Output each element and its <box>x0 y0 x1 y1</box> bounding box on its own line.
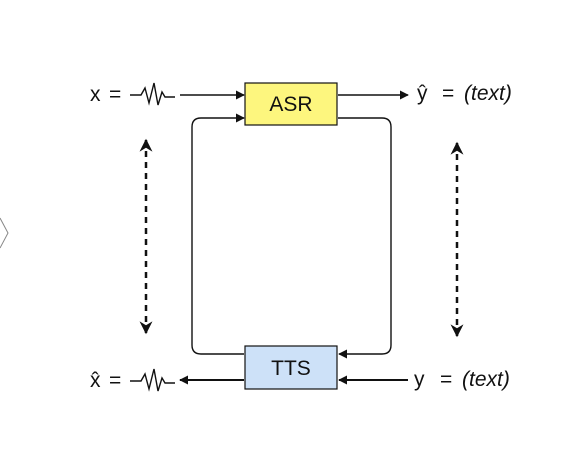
waveform-icon <box>130 368 175 392</box>
input-text-var: y <box>414 368 425 391</box>
output-text-var: ŷ <box>417 82 428 105</box>
input-speech-eq: = <box>109 83 121 106</box>
asr-box <box>244 82 338 126</box>
input-text-eq: = <box>440 368 452 391</box>
input-text-value: (text) <box>462 368 510 391</box>
asr-label: ASR <box>269 93 312 116</box>
output-text-value: (text) <box>464 82 512 105</box>
tts-label: TTS <box>271 357 311 380</box>
output-speech-eq: = <box>109 369 121 392</box>
edge-decoration <box>0 217 9 249</box>
input-speech-var: x <box>90 83 101 106</box>
output-text-eq: = <box>442 82 454 105</box>
loop-tts-to-asr <box>191 113 245 355</box>
output-speech-var: x̂ <box>90 369 101 392</box>
waveform-icon <box>130 82 175 106</box>
tts-box <box>244 345 338 390</box>
loop-asr-to-tts <box>338 117 392 359</box>
